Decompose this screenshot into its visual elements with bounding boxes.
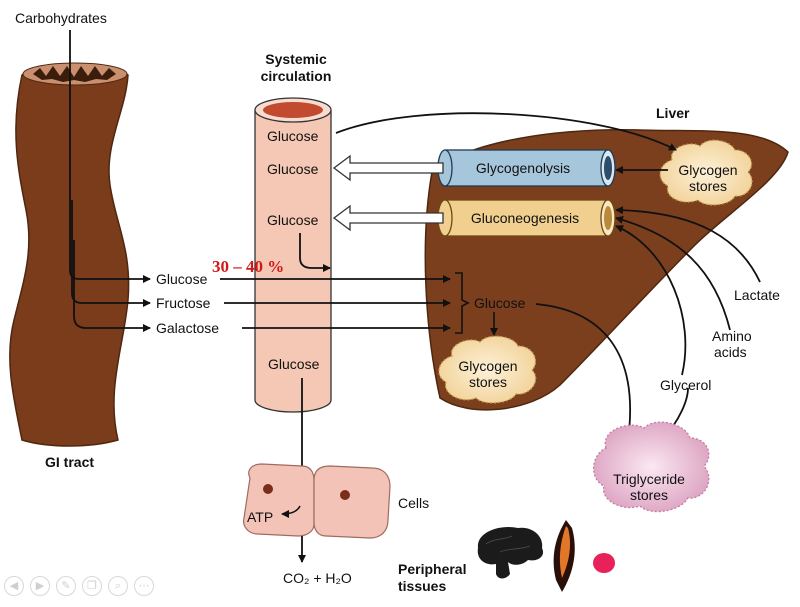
glycogenolysis-tube xyxy=(437,149,616,187)
gluconeogenesis-output-arrow xyxy=(332,204,444,232)
atp-arrow xyxy=(281,505,301,518)
glucose-to-glycogen-curve xyxy=(335,112,677,151)
triglyceride-label-1: Triglyceride xyxy=(613,471,685,487)
systemic-label-1: Systemic xyxy=(265,51,327,67)
carbohydrates-label: Carbohydrates xyxy=(15,10,107,26)
gluconeogenesis-label: Gluconeogenesis xyxy=(471,210,579,226)
triglyceride-stores xyxy=(593,421,710,513)
prev-icon[interactable]: ◀ xyxy=(4,576,24,596)
systemic-vessel xyxy=(254,97,332,413)
galactose-label: Galactose xyxy=(156,320,219,336)
systemic-label-2: circulation xyxy=(261,68,332,84)
glycogen-stores-top-label-2: stores xyxy=(689,178,727,194)
glycerol-label: Glycerol xyxy=(660,377,711,393)
glycogen-stores-top-label-1: Glycogen xyxy=(678,162,737,178)
zoom-icon[interactable]: ⌕ xyxy=(108,576,128,596)
cells-label: Cells xyxy=(398,495,429,511)
vessel-glucose-2: Glucose xyxy=(267,161,319,177)
liver-glucose-label: Glucose xyxy=(474,295,526,311)
vessel-glucose-3: Glucose xyxy=(267,212,319,228)
vessel-glucose-4: Glucose xyxy=(268,356,320,372)
pen-icon[interactable]: ✎ xyxy=(56,576,76,596)
peripheral-label-1: Peripheral xyxy=(398,561,466,577)
atp-label: ATP xyxy=(247,509,273,525)
copy-icon[interactable]: ❐ xyxy=(82,576,102,596)
gi-tract-label: GI tract xyxy=(45,454,94,470)
brain-icon xyxy=(477,526,544,579)
vessel-glucose-1: Glucose xyxy=(267,128,319,144)
amino-acids-label-2: acids xyxy=(714,344,747,360)
glycogenolysis-output-arrow xyxy=(332,154,444,182)
vessel-internal-arrow xyxy=(299,233,331,272)
glycogenolysis-label: Glycogenolysis xyxy=(476,160,570,176)
amino-acids-label-1: Amino xyxy=(712,328,752,344)
muscle-icon xyxy=(553,520,575,592)
triglyceride-label-2: stores xyxy=(630,487,668,503)
percent-annotation: 30 – 40 % xyxy=(212,257,284,276)
more-icon[interactable]: ⋯ xyxy=(134,576,154,596)
glycogen-stores-bottom-label-2: stores xyxy=(469,374,507,390)
lactate-label: Lactate xyxy=(734,287,780,303)
hollow-arrows xyxy=(332,154,444,232)
cells xyxy=(243,463,391,539)
absorbed-glucose-label: Glucose xyxy=(156,271,208,287)
co2-h2o-label: CO₂ + H₂O xyxy=(283,570,352,586)
adipose-icon xyxy=(593,553,615,573)
liver-label: Liver xyxy=(656,105,690,121)
fructose-label: Fructose xyxy=(156,295,211,311)
portal-arrows xyxy=(220,272,470,334)
glycogen-stores-bottom xyxy=(438,335,537,404)
glucose-to-triglyceride-curve xyxy=(535,303,633,441)
peripheral-label-2: tissues xyxy=(398,578,446,594)
glycogen-stores-bottom-label-1: Glycogen xyxy=(458,358,517,374)
glycogen-stores-top xyxy=(659,139,753,206)
absorption-arrows xyxy=(69,30,151,332)
play-icon[interactable]: ▶ xyxy=(30,576,50,596)
